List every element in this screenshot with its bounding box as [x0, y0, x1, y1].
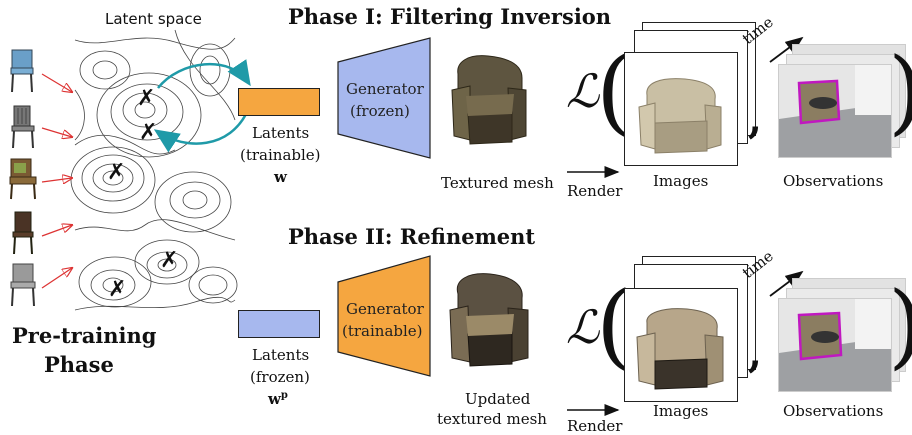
- phase1-generator-label-1: Generator: [346, 80, 424, 98]
- phase1-images-label: Images: [653, 172, 709, 190]
- phase2-rendered-image: [624, 288, 738, 402]
- phase1-loss-symbol: ℒ: [566, 64, 600, 118]
- phase2-loss-symbol: ℒ: [566, 300, 600, 354]
- phase1-generator-label-2: (frozen): [350, 102, 410, 120]
- phase2-latents-var: wp: [268, 390, 288, 408]
- phase2-updated-mesh-image: [449, 273, 529, 367]
- chair-blue-icon: [8, 48, 38, 94]
- phase1-latents-label-2: (trainable): [240, 146, 321, 164]
- phase1-observations-label: Observations: [783, 172, 884, 190]
- phase2-latents-box: [238, 310, 320, 338]
- latent-space-label: Latent space: [105, 10, 202, 28]
- phase2-mesh-label-2: textured mesh: [437, 410, 547, 428]
- phase2-close-paren: ): [888, 272, 912, 379]
- phase1-rendered-image: [624, 52, 738, 166]
- pretraining-label-line2: Phase: [44, 352, 114, 377]
- chair-dark-wood-icon: [8, 210, 38, 256]
- phase2-generator-label-2: (trainable): [342, 322, 423, 340]
- phase1-mesh-label: Textured mesh: [441, 174, 554, 192]
- phase1-latents-var: w: [274, 168, 287, 186]
- phase2-images-label: Images: [653, 402, 709, 420]
- phase1-close-paren: ): [888, 38, 912, 145]
- phase2-latents-label-1: Latents: [252, 346, 310, 364]
- phase1-comma: ,: [748, 96, 762, 143]
- pretraining-label-line1: Pre-training: [12, 323, 157, 348]
- phase1-title: Phase I: Filtering Inversion: [288, 4, 612, 29]
- latent-cross-5: ✗: [108, 277, 127, 302]
- phase1-latents-label-1: Latents: [252, 124, 310, 142]
- phase2-latents-var-base: w: [268, 390, 281, 408]
- phase2-comma: ,: [748, 330, 762, 377]
- phase2-render-label: Render: [567, 417, 623, 435]
- phase2-mesh-label-1: Updated: [465, 390, 531, 408]
- latent-cross-3: ✗: [107, 160, 126, 185]
- phase2-generator-label-1: Generator: [346, 300, 424, 318]
- latent-cross-4: ✗: [160, 248, 179, 273]
- chair-wood-green-icon: [8, 155, 38, 201]
- chair-gray-wood-icon: [8, 104, 38, 150]
- phase1-latents-box: [238, 88, 320, 116]
- phase2-title: Phase II: Refinement: [288, 224, 536, 249]
- chair-gray-icon: [8, 262, 38, 308]
- latent-cross-2: ✗: [139, 120, 158, 145]
- phase2-observation-image: [778, 298, 892, 392]
- phase2-latents-label-2: (frozen): [250, 368, 310, 386]
- phase1-textured-mesh-image: [451, 55, 527, 145]
- generator-phase2-shape: [337, 255, 431, 377]
- phase1-observation-image: [778, 64, 892, 158]
- phase1-render-label: Render: [567, 182, 623, 200]
- generator-phase1-shape: [337, 37, 431, 159]
- phase2-latents-var-sup: p: [280, 390, 288, 401]
- latent-cross-1: ✗: [137, 86, 156, 111]
- phase2-observations-label: Observations: [783, 402, 884, 420]
